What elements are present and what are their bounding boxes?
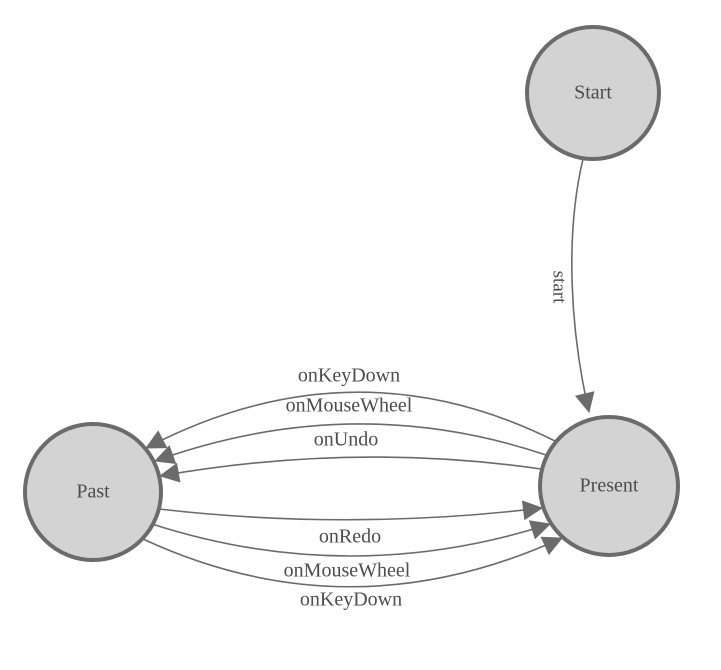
edge-label-onmousewheel-bottom: onMouseWheel [284, 560, 411, 582]
edge-label-onmousewheel-top: onMouseWheel [286, 395, 413, 417]
node-past-circle [23, 422, 163, 562]
edge-present-to-past-undo: onUndo [159, 429, 542, 483]
edge-present-to-past-keydown-path [145, 391, 556, 449]
edge-label-onredo: onRedo [319, 526, 381, 548]
edge-present-to-past-mousewheel: onMouseWheel [154, 395, 547, 465]
node-start: Start [525, 25, 661, 161]
edge-past-to-present-redo-path [158, 500, 543, 521]
node-present: Present [538, 415, 680, 557]
edge-present-to-past-mousewheel-path [154, 423, 547, 465]
edge-past-to-present-mousewheel: onMouseWheel [151, 520, 551, 582]
node-present-circle [538, 415, 680, 557]
node-past-label: Past [76, 481, 110, 503]
edge-start-to-present: start [549, 158, 595, 413]
edge-present-to-past-keydown: onKeyDown [145, 365, 556, 449]
node-past: Past [23, 422, 163, 562]
edge-start-to-present-path [571, 158, 595, 413]
node-start-circle [525, 25, 661, 161]
edge-past-to-present-mousewheel-path [151, 520, 551, 557]
edge-label-onkeydown-top: onKeyDown [298, 365, 400, 387]
edge-past-to-present-keydown-path [142, 536, 563, 588]
edge-past-to-present-redo: onRedo [158, 500, 543, 548]
edge-label-onkeydown-bottom: onKeyDown [300, 589, 402, 611]
edge-past-to-present-keydown: onKeyDown [142, 536, 563, 611]
edge-label-start: start [549, 271, 570, 304]
edge-present-to-past-undo-path [159, 456, 542, 483]
edge-label-onundo: onUndo [314, 429, 378, 451]
edge-group: start onKeyDown onMouseWheel onUndo onRe… [142, 158, 595, 611]
node-present-label: Present [580, 475, 639, 497]
node-start-label: Start [574, 82, 612, 104]
